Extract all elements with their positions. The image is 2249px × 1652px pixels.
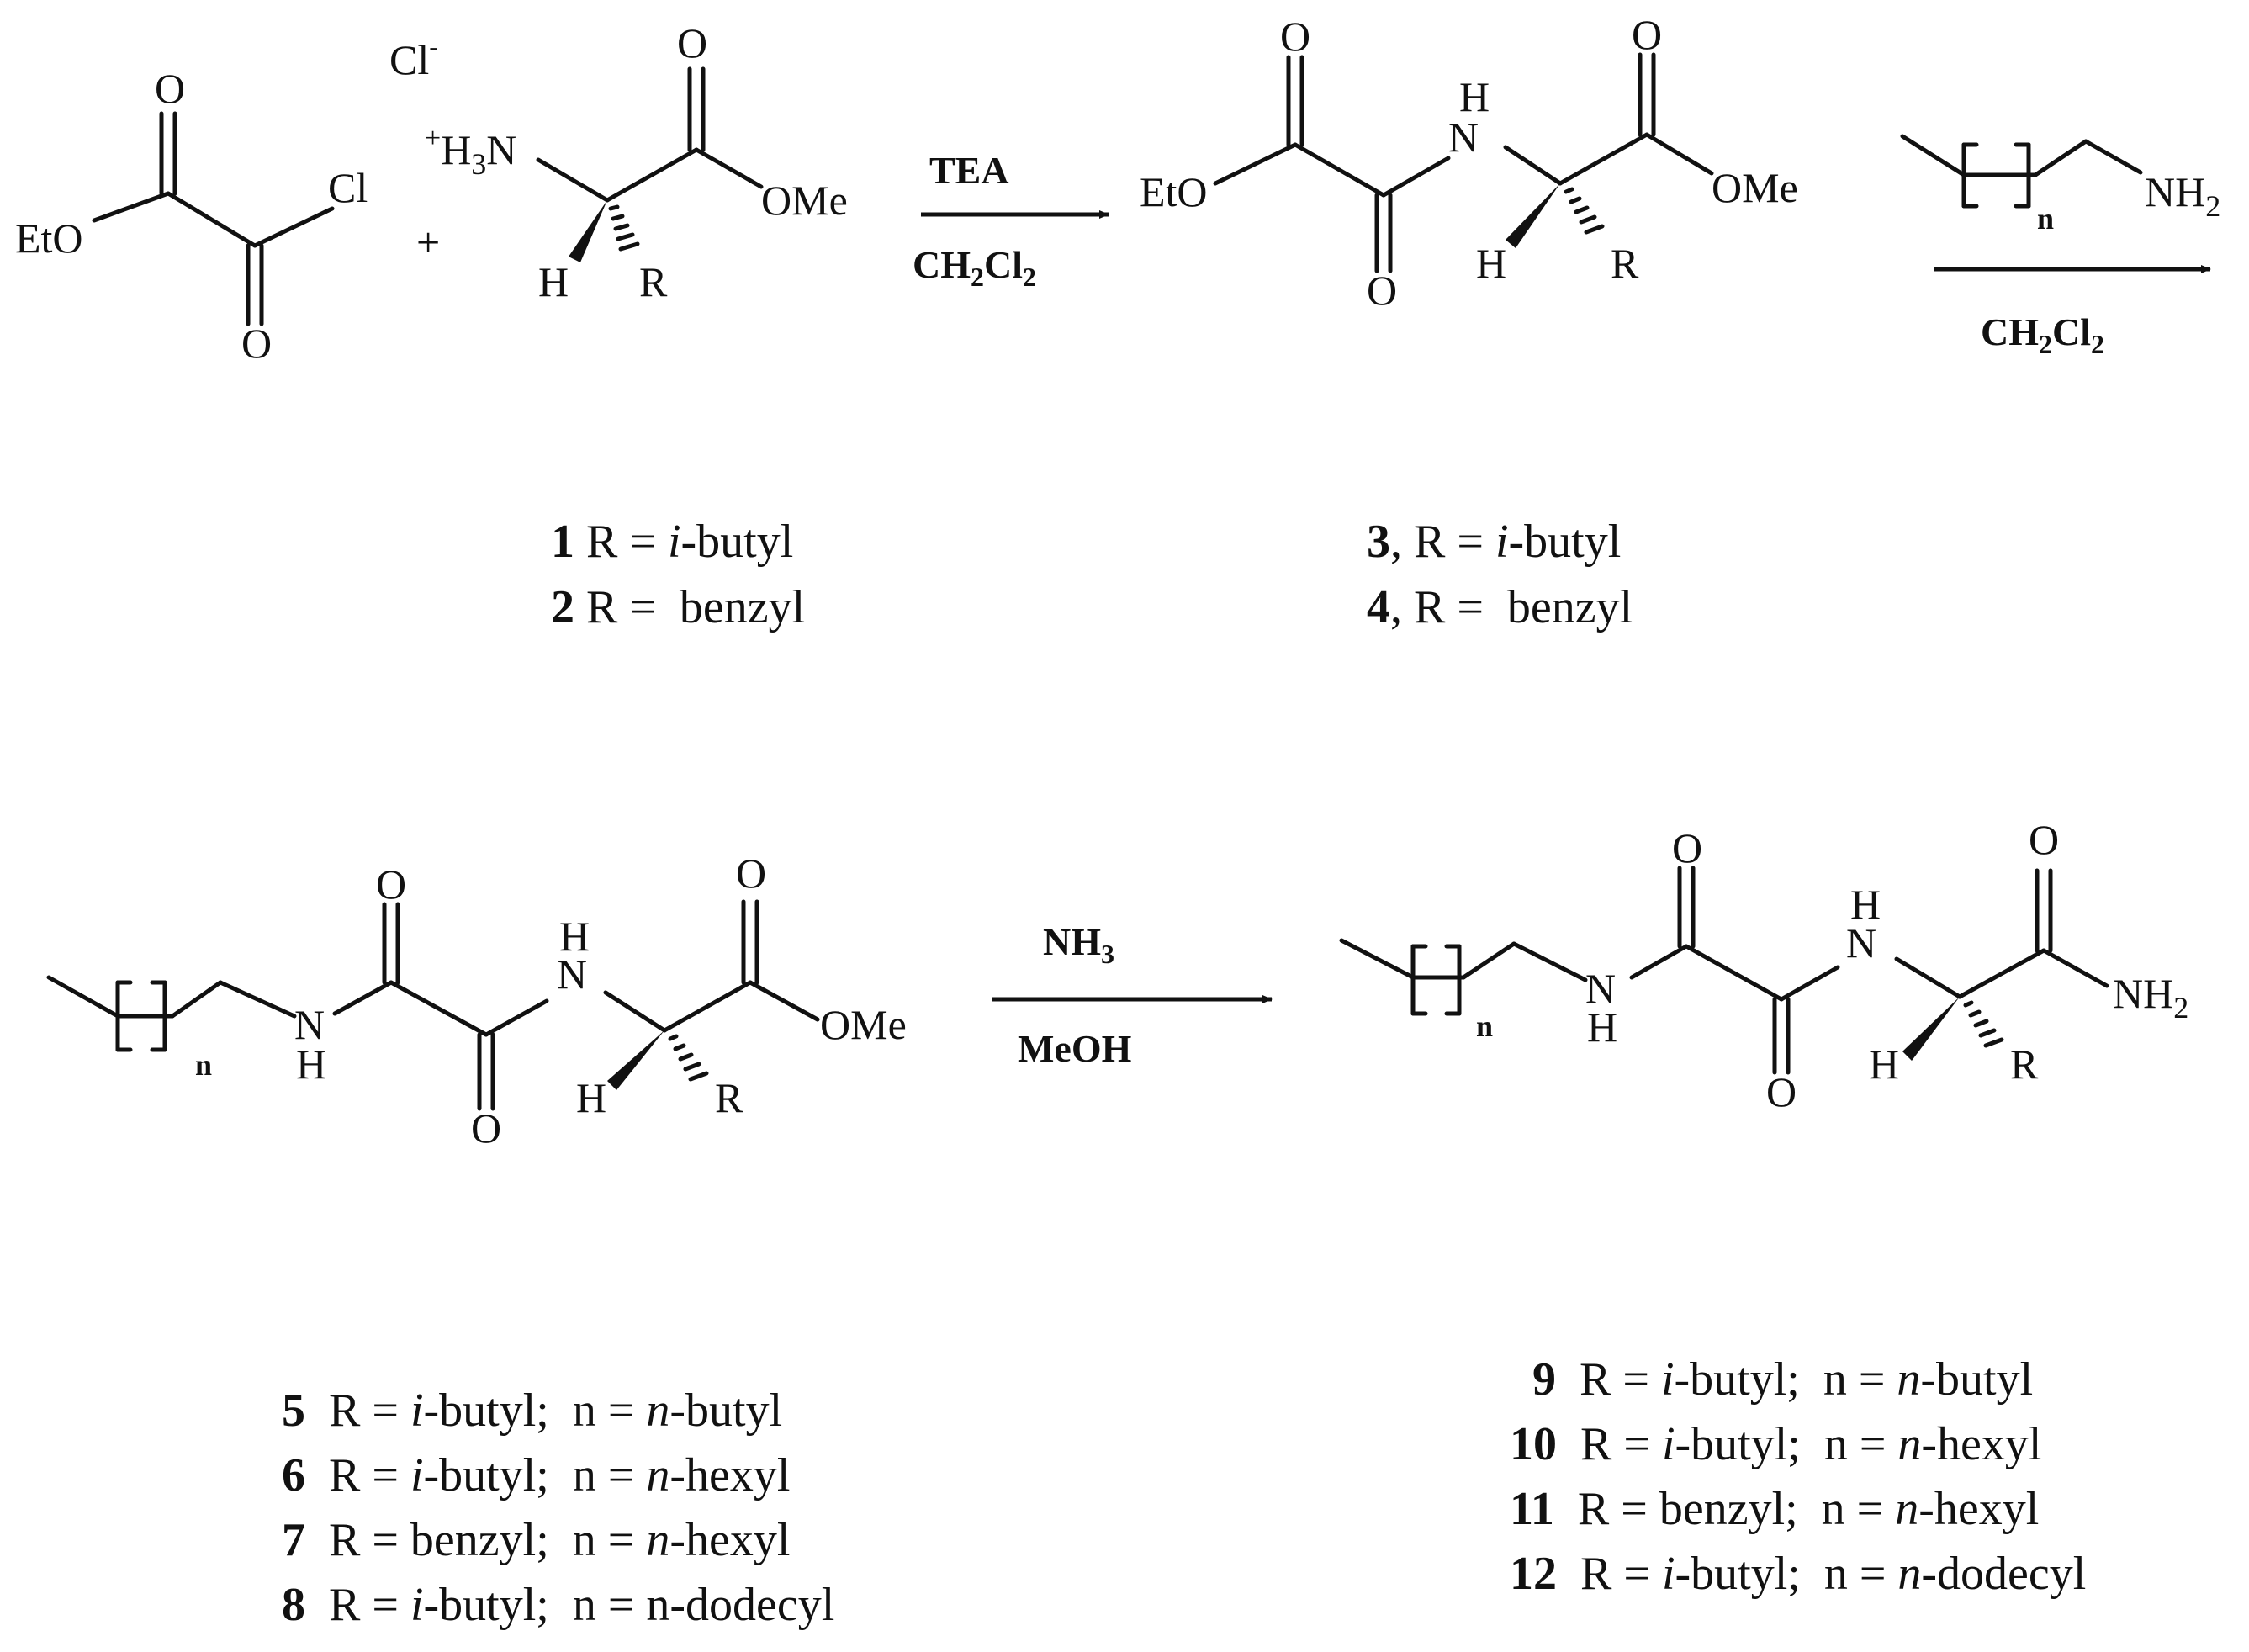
amide-n-label: N xyxy=(294,1001,325,1048)
amide-n-label: N xyxy=(1448,114,1479,161)
carbonyl-oxygen-label: O xyxy=(1672,824,1702,871)
amide-h-label: H xyxy=(1850,881,1881,928)
carbonyl-oxygen-label: O xyxy=(471,1104,501,1152)
carbonyl-oxygen-label: O xyxy=(736,850,766,897)
amino-ester-salt-structure: Cl- +H3N O OMe H R xyxy=(389,19,848,305)
amide-n-label: N xyxy=(1846,919,1876,966)
amine-label: NH2 xyxy=(2145,168,2220,223)
chlorine-label: Cl xyxy=(328,164,368,211)
amide-n-label: N xyxy=(557,950,587,998)
carbonyl-oxygen-label: O xyxy=(1632,11,1662,58)
oxamide-amide-product-structure: n N H O O H N O NH2 H R xyxy=(1339,816,2188,1115)
step1-arrow-group: TEA CH2Cl2 xyxy=(913,149,1109,292)
r-group-label: R xyxy=(639,258,668,305)
carbonyl-oxygen-label: O xyxy=(155,65,185,112)
hydrogen-label: H xyxy=(1476,240,1506,287)
step2-arrow-group: n NH2 CH2Cl2 xyxy=(1900,134,2220,359)
carbonyl-oxygen-label: O xyxy=(241,320,272,367)
compound-labels-5-8: 5 R = i-butyl; n = n-butyl 6 R = i-butyl… xyxy=(282,1385,834,1631)
compound-label: 6 R = i-butyl; n = n-hexyl xyxy=(282,1449,790,1501)
reagent-tea: TEA xyxy=(929,149,1009,192)
amide-h-label: H xyxy=(559,913,590,960)
carbonyl-oxygen-label: O xyxy=(1766,1068,1797,1115)
oxamate-ester-structure: EtO O O H N O OMe H R xyxy=(1140,11,1798,314)
compound-label: 3, R = i-butyl xyxy=(1367,516,1621,568)
chain-length-n: n xyxy=(2037,202,2054,236)
hydrogen-label: H xyxy=(576,1074,606,1121)
methoxy-label: OMe xyxy=(1712,164,1798,211)
ammonium-label: +H3N xyxy=(425,123,516,181)
carbonyl-oxygen-label: O xyxy=(2029,816,2059,863)
methoxy-label: OMe xyxy=(761,177,848,224)
eto-label: EtO xyxy=(15,214,83,262)
carbonyl-oxygen-label: O xyxy=(1280,13,1310,60)
step3-arrow-group: NH3 MeOH xyxy=(992,920,1273,1070)
compound-label: 1 R = i-butyl xyxy=(551,516,793,568)
solvent-dcm: CH2Cl2 xyxy=(913,243,1036,292)
amide-h-label: H xyxy=(1459,73,1490,120)
compound-label: 5 R = i-butyl; n = n-butyl xyxy=(282,1385,782,1437)
oxamide-ester-structure: n N H O O H N O OMe H R xyxy=(46,850,907,1152)
compound-label: 11 R = benzyl; n = n-hexyl xyxy=(1510,1483,2039,1535)
compound-label: 10 R = i-butyl; n = n-hexyl xyxy=(1510,1418,2041,1470)
compound-labels-1-2: 1 R = i-butyl 2 R = benzyl xyxy=(551,516,805,633)
compound-label: 7 R = benzyl; n = n-hexyl xyxy=(282,1514,790,1566)
hydrogen-label: H xyxy=(538,258,569,305)
reagent-ammonia: NH3 xyxy=(1043,920,1114,969)
r-group-label: R xyxy=(1611,240,1639,287)
hydrogen-label: H xyxy=(1869,1040,1899,1088)
compound-label: 2 R = benzyl xyxy=(551,581,805,633)
solvent-dcm: CH2Cl2 xyxy=(1981,310,2104,359)
compound-labels-9-12: 9 R = i-butyl; n = n-butyl 10 R = i-buty… xyxy=(1510,1353,2086,1600)
primary-amide-label: NH2 xyxy=(2113,970,2188,1025)
chain-length-n: n xyxy=(195,1048,212,1082)
eto-label: EtO xyxy=(1140,168,1208,215)
carbonyl-oxygen-label: O xyxy=(677,19,707,66)
compound-label: 8 R = i-butyl; n = n-dodecyl xyxy=(282,1579,834,1631)
amide-h-label: H xyxy=(1587,1003,1617,1051)
plus-sign: + xyxy=(416,219,440,266)
counterion-label: Cl- xyxy=(389,31,438,83)
solvent-methanol: MeOH xyxy=(1018,1027,1132,1070)
carbonyl-oxygen-label: O xyxy=(376,860,406,908)
compound-label: 4, R = benzyl xyxy=(1367,581,1633,633)
compound-label: 9 R = i-butyl; n = n-butyl xyxy=(1532,1353,2033,1406)
carbonyl-oxygen-label: O xyxy=(1367,267,1397,314)
chain-length-n: n xyxy=(1476,1009,1493,1043)
r-group-label: R xyxy=(715,1074,743,1121)
amide-h-label: H xyxy=(296,1040,326,1088)
ethyl-chlorooxoacetate-structure: EtO O O Cl xyxy=(15,65,368,367)
compound-labels-3-4: 3, R = i-butyl 4, R = benzyl xyxy=(1367,516,1633,633)
amide-n-label: N xyxy=(1585,965,1616,1012)
methoxy-label: OMe xyxy=(820,1001,907,1048)
compound-label: 12 R = i-butyl; n = n-dodecyl xyxy=(1510,1548,2086,1600)
r-group-label: R xyxy=(2010,1040,2039,1088)
